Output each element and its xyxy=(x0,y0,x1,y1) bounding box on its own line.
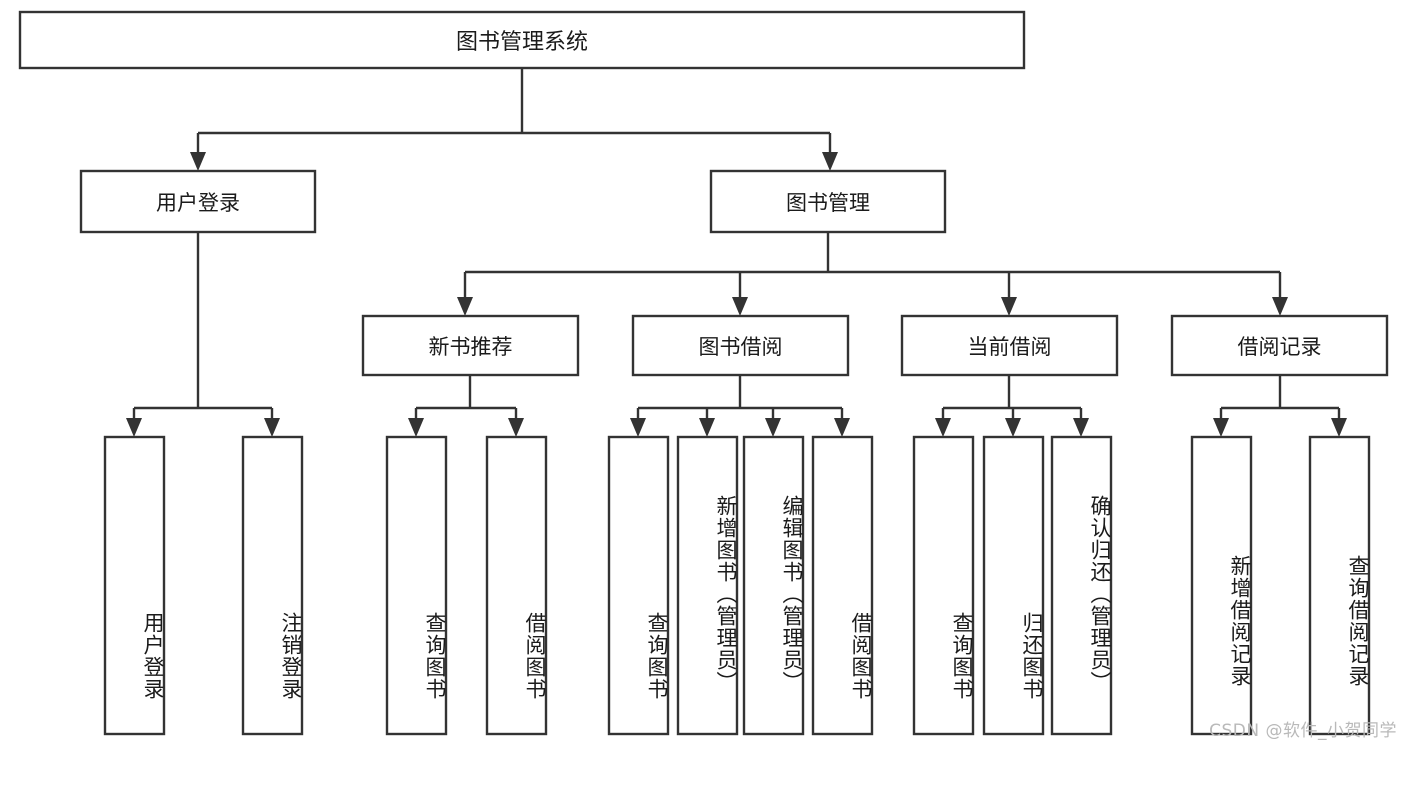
arrow-down-icon xyxy=(630,418,646,437)
box-user-login[interactable] xyxy=(79,169,317,234)
arrow-down-icon xyxy=(126,418,142,437)
system-function-diagram: 图书管理系统 用户登录 图书管理 新书推荐 图书借阅 当前借阅 借阅记录 用户登… xyxy=(18,10,1397,741)
connector-book-manage-to-level2 xyxy=(457,232,1288,316)
arrow-down-icon xyxy=(508,418,524,437)
arrow-down-icon xyxy=(1213,418,1229,437)
box-leaf-query-book-cb[interactable] xyxy=(912,435,975,736)
arrow-down-icon xyxy=(1073,418,1089,437)
arrow-down-icon xyxy=(408,418,424,437)
box-leaf-logout[interactable] xyxy=(241,435,304,736)
connector-root-to-level1 xyxy=(190,68,838,171)
box-leaf-return-book[interactable] xyxy=(982,435,1045,736)
diagram-canvas xyxy=(18,10,1389,736)
box-leaf-query-record[interactable] xyxy=(1308,435,1371,736)
arrow-down-icon xyxy=(732,297,748,316)
box-book-manage[interactable] xyxy=(709,169,947,234)
box-leaf-query-book-bb[interactable] xyxy=(607,435,670,736)
box-current-borrow[interactable] xyxy=(900,314,1119,377)
connector-new-book-rec-to-leaves xyxy=(408,375,524,437)
arrow-down-icon xyxy=(190,152,206,171)
box-leaf-user-login[interactable] xyxy=(103,435,166,736)
arrow-down-icon xyxy=(822,152,838,171)
arrow-down-icon xyxy=(1331,418,1347,437)
box-leaf-add-record[interactable] xyxy=(1190,435,1253,736)
connector-book-borrow-to-leaves xyxy=(630,375,850,437)
arrow-down-icon xyxy=(765,418,781,437)
box-leaf-borrow-book-rec[interactable] xyxy=(485,435,548,736)
arrow-down-icon xyxy=(935,418,951,437)
arrow-down-icon xyxy=(834,418,850,437)
box-borrow-record[interactable] xyxy=(1170,314,1389,377)
box-leaf-confirm-return[interactable] xyxy=(1050,435,1113,736)
connector-borrow-record-to-leaves xyxy=(1213,375,1347,437)
box-leaf-edit-book[interactable] xyxy=(742,435,805,736)
arrow-down-icon xyxy=(1001,297,1017,316)
arrow-down-icon xyxy=(457,297,473,316)
arrow-down-icon xyxy=(699,418,715,437)
box-root[interactable] xyxy=(18,10,1026,70)
arrow-down-icon xyxy=(1005,418,1021,437)
box-book-borrow[interactable] xyxy=(631,314,850,377)
box-new-book-rec[interactable] xyxy=(361,314,580,377)
box-leaf-query-book-rec[interactable] xyxy=(385,435,448,736)
arrow-down-icon xyxy=(1272,297,1288,316)
connector-current-borrow-to-leaves xyxy=(935,375,1089,437)
arrow-down-icon xyxy=(264,418,280,437)
box-leaf-add-book[interactable] xyxy=(676,435,739,736)
connector-user-login-to-leaves xyxy=(126,232,280,437)
box-leaf-borrow-book-bb[interactable] xyxy=(811,435,874,736)
